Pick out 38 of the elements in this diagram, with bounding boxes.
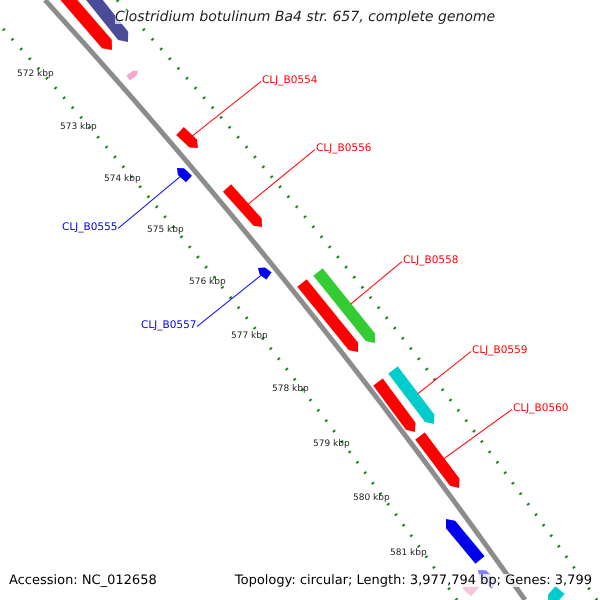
scale-label: 574 kbp [104,175,141,184]
leader-line [417,351,472,394]
scale-label: 576 kbp [189,278,226,287]
gene-label: CLJ_B0557 [141,320,196,330]
gene-label: CLJ_B0559 [472,345,528,356]
title: Clostridium botulinum Ba4 str. 657, complete genome [115,10,496,24]
genome-info-text: Topology: circular; Length: 3,977,794 bp; Genes: 3,799 [234,574,592,587]
leader-line [350,261,402,305]
scale-label: 579 kbp [313,440,350,449]
leader-line [196,274,262,327]
scale-label: 577 kbp [231,332,268,341]
gene-label: CLJ_B0558 [403,255,458,266]
scale-label: 578 kbp [272,385,309,394]
gene-label: CLJ_B0555 [62,222,118,232]
leader-line [443,409,512,460]
scale-label: 575 kbp [147,226,184,235]
gene-feature [415,432,460,488]
gene-feature [126,70,138,80]
gene-label: CLJ_B0560 [513,403,568,414]
scale-label: 580 kbp [353,494,390,503]
leader-line [118,176,181,229]
leader-line [192,81,262,136]
gene-feature [373,378,416,432]
gene-feature [297,279,358,352]
gene-feature [446,519,485,564]
gene-feature [388,366,434,424]
gene-label: CLJ_B0554 [262,75,318,86]
accession-text: Accession: NC_012658 [9,574,157,587]
scale-label: 573 kbp [60,123,97,132]
leader-line [248,149,316,205]
scale-label: 581 kbp [390,549,427,558]
gene-label: CLJ_B0556 [316,143,372,154]
scale-label: 572 kbp [17,70,54,79]
gene-feature [176,127,198,148]
gene-feature [177,168,192,182]
gene-feature [222,184,262,227]
gene-feature [313,268,376,343]
gene-feature [258,268,272,280]
